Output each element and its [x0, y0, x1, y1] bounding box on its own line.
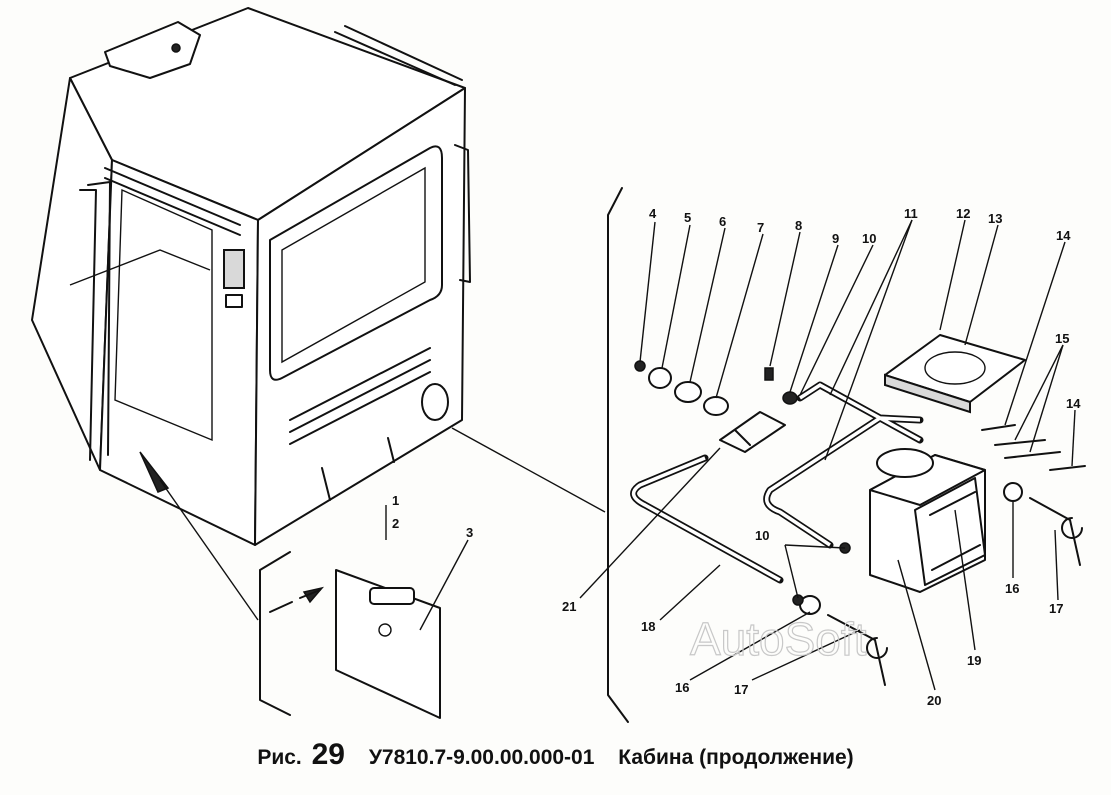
callout-3: 3: [466, 525, 473, 540]
caption-figure-number: 29: [311, 738, 345, 771]
cab-assembly: [31, 7, 471, 546]
callout-8: 8: [795, 218, 802, 233]
front-handrail: [79, 181, 111, 461]
valve-body: [719, 411, 786, 453]
bottom-clamps: [321, 437, 395, 501]
callout-2: 2: [392, 516, 399, 531]
cab-right-wall: [254, 87, 466, 546]
pipe-18: [630, 454, 784, 584]
part-9-clamp: [782, 391, 798, 405]
callout-10-bottom: 10: [755, 528, 769, 543]
part-17-elbow: [1029, 497, 1083, 566]
panel-screw: [269, 601, 293, 613]
part-16-fitting: [1003, 482, 1023, 502]
panel-handle: [369, 587, 415, 605]
lower-side-rail: [289, 347, 431, 445]
part-5-bushing: [648, 367, 672, 389]
caption-title: Кабина (продолжение): [618, 746, 854, 769]
group-divider: [607, 187, 629, 723]
callout-16-bottom: 16: [675, 680, 689, 695]
callout-17-bottom: 17: [734, 682, 748, 697]
callout-14-right: 14: [1066, 396, 1081, 411]
caption-prefix: Рис.: [257, 746, 302, 769]
callout-labels: 4 5 6 7 8 9 10 11 12 13 14 15 14 1 2 3 1…: [392, 206, 1081, 708]
callout-16-right: 16: [1005, 581, 1019, 596]
watermark: AutoSoft: [690, 613, 867, 665]
visor-bar: [104, 167, 241, 236]
part-14-strip: [981, 424, 1016, 431]
callout-11: 11: [904, 206, 918, 221]
callout-14-top: 14: [1056, 228, 1071, 243]
leader-lines: [385, 219, 1076, 691]
callout-17-right: 17: [1049, 601, 1063, 616]
callout-9: 9: [832, 231, 839, 246]
roof-hatch: [104, 21, 201, 79]
side-vent: [223, 249, 245, 289]
panel-bracket-line: [259, 551, 291, 716]
cab-front-face: [99, 159, 259, 546]
part-8-bolt: [764, 367, 774, 381]
callout-19: 19: [967, 653, 981, 668]
part-7-gasket: [703, 396, 729, 416]
callout-15: 15: [1055, 331, 1069, 346]
callout-4: 4: [649, 206, 657, 221]
access-panel-group: [259, 551, 441, 719]
side-window: [269, 145, 443, 381]
side-handrail: [454, 144, 471, 283]
roof-handrail: [334, 25, 463, 86]
callout-7: 7: [757, 220, 764, 235]
callout-1: 1: [392, 493, 399, 508]
part-19-frame: [914, 477, 986, 586]
part-15-strips: [994, 439, 1061, 459]
windshield-frame: [114, 188, 213, 442]
figure-caption: Рис. 29 У7810.7-9.00.00.000-01 Кабина (п…: [0, 738, 1111, 772]
part-4-nut: [634, 360, 646, 372]
callout-13: 13: [988, 211, 1002, 226]
callout-10-top: 10: [862, 231, 876, 246]
caption-drawing-code: У7810.7-9.00.00.000-01: [368, 746, 595, 769]
callout-12: 12: [956, 206, 970, 221]
callout-6: 6: [719, 214, 726, 229]
callout-18: 18: [641, 619, 655, 634]
callout-21: 21: [562, 599, 576, 614]
hatch-bolt: [171, 43, 181, 53]
part-6-flange: [674, 381, 702, 403]
heater-assembly: [630, 334, 1086, 686]
callout-5: 5: [684, 210, 691, 225]
heater-opening: [421, 383, 449, 421]
callout-20: 20: [927, 693, 941, 708]
